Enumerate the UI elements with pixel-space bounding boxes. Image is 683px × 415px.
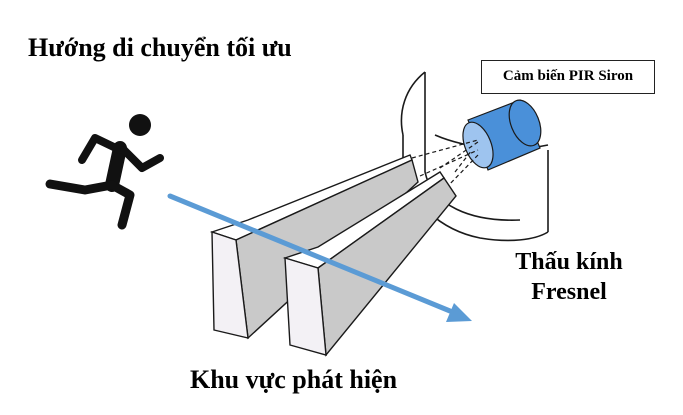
sensor-label-box: Cảm biến PIR Siron <box>481 60 655 94</box>
arrow-icon <box>167 193 472 322</box>
sensor-label: Cảm biến PIR Siron <box>502 68 634 85</box>
lens-label: Thấu kính Fresnel <box>494 247 644 307</box>
detection-beam-front <box>282 171 457 357</box>
lens-label-line2: Fresnel <box>531 279 607 305</box>
diagram-title: Hướng di chuyển tối ưu <box>28 33 292 62</box>
pir-sensor-icon <box>462 99 542 171</box>
detection-zone-label: Khu vực phát hiện <box>190 365 398 394</box>
running-person-icon <box>45 114 164 230</box>
lens-label-line1: Thấu kính <box>515 249 623 275</box>
beam-convergence-lines <box>411 139 479 189</box>
